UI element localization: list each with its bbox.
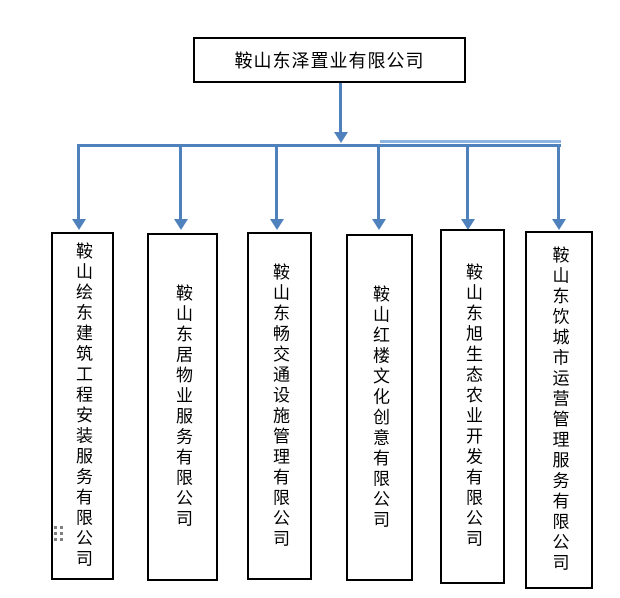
org-child-label-2: 鞍山东居物业服务有限公司 [173, 284, 192, 530]
org-child-label-3: 鞍山东畅交通设施管理有限公司 [270, 262, 289, 550]
drop-arrowhead-icon-2 [174, 219, 188, 230]
org-child-box-1: 鞍山绘东建筑工程安装服务有限公司 [51, 232, 114, 580]
grid-dots-icon [54, 526, 63, 541]
org-child-label-1: 鞍山绘东建筑工程安装服务有限公司 [73, 242, 92, 570]
org-child-box-2: 鞍山东居物业服务有限公司 [147, 233, 218, 581]
org-child-box-6: 鞍山东饮城市运营管理服务有限公司 [525, 231, 593, 589]
org-child-box-3: 鞍山东畅交通设施管理有限公司 [247, 232, 312, 580]
rail-connector-line [77, 144, 561, 147]
drop-arrowhead-icon-1 [72, 219, 86, 230]
org-child-label-6: 鞍山东饮城市运营管理服务有限公司 [549, 246, 569, 574]
drop-connector-line-6 [557, 146, 560, 220]
org-child-box-5: 鞍山东旭生态农业开发有限公司 [440, 229, 505, 584]
rail-connector-line-light [380, 140, 561, 143]
drop-connector-line-1 [77, 146, 80, 220]
org-child-box-4: 鞍山红楼文化创意有限公司 [346, 234, 413, 581]
drop-arrowhead-icon-3 [270, 219, 284, 230]
trunk-connector-line [339, 83, 342, 134]
org-root-label: 鞍山东泽置业有限公司 [234, 51, 425, 71]
drop-connector-line-3 [275, 146, 278, 220]
drop-connector-line-2 [179, 146, 182, 220]
org-child-label-5: 鞍山东旭生态农业开发有限公司 [463, 263, 482, 550]
drop-arrowhead-icon-5 [461, 219, 475, 230]
drop-arrowhead-icon-4 [372, 219, 386, 230]
drop-arrowhead-icon-6 [552, 219, 566, 230]
org-root-box: 鞍山东泽置业有限公司 [193, 37, 466, 83]
drop-connector-line-5 [466, 146, 469, 220]
org-child-label-4: 鞍山红楼文化创意有限公司 [370, 284, 389, 531]
trunk-arrowhead-icon [334, 132, 348, 143]
drop-connector-line-4 [377, 146, 380, 220]
